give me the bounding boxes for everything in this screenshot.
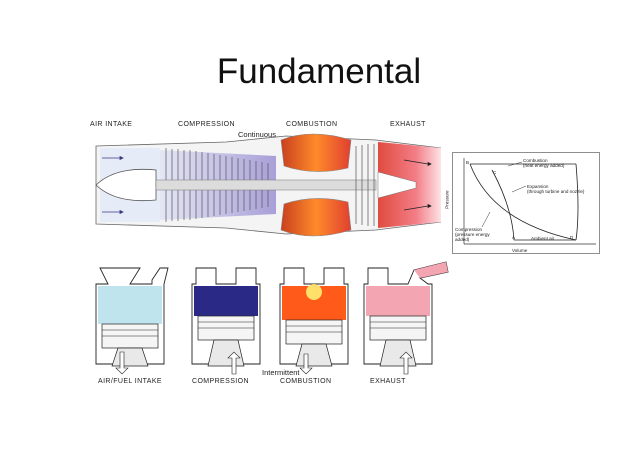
pv-annotation-compression-2: (pressure energy bbox=[455, 232, 490, 237]
turbine-label-compression: COMPRESSION bbox=[178, 121, 235, 128]
turbine-note-continuous: Continuous bbox=[238, 130, 276, 139]
piston-label-combustion: COMBUSTION bbox=[280, 378, 332, 385]
pv-x-axis-label: Volume bbox=[512, 248, 528, 253]
slide-title: Fundamental bbox=[216, 52, 422, 91]
pv-annotation-compression-3: added) bbox=[455, 237, 470, 242]
turbine-label-exhaust: EXHAUST bbox=[390, 121, 426, 128]
pv-y-axis-label: Pressure bbox=[444, 190, 450, 209]
piston-intake bbox=[95, 267, 169, 375]
pv-point-a: A bbox=[512, 235, 516, 240]
piston-diagram bbox=[95, 261, 449, 375]
pv-annotation-ambient: Ambient air bbox=[531, 236, 555, 241]
pv-annotation-combustion-2: (heat energy added) bbox=[523, 163, 565, 168]
turbine-engine-diagram bbox=[95, 133, 441, 237]
piston-label-exhaust: EXHAUST bbox=[370, 378, 406, 385]
piston-compression bbox=[191, 267, 261, 375]
pv-diagram bbox=[452, 152, 600, 254]
pv-annotation-combustion-1: Combustion bbox=[523, 158, 548, 163]
turbine-label-combustion: COMBUSTION bbox=[286, 121, 338, 128]
pv-annotation-compression-1: Compression bbox=[455, 227, 483, 232]
piston-label-compression: COMPRESSION bbox=[192, 378, 249, 385]
turbine-label-air-intake: AIR INTAKE bbox=[90, 121, 133, 128]
piston-exhaust bbox=[363, 261, 449, 375]
piston-note-intermittent: Intermittent bbox=[262, 368, 300, 377]
piston-combustion bbox=[279, 267, 349, 375]
pv-point-b: B bbox=[466, 160, 470, 165]
piston-label-intake: AIR/FUEL INTAKE bbox=[98, 378, 162, 385]
pv-point-c: C bbox=[493, 170, 497, 175]
pv-point-d: D bbox=[570, 235, 574, 240]
pv-annotation-expansion-1: Expansion bbox=[527, 184, 549, 189]
pv-annotation-expansion-2: (through turbine and nozzle) bbox=[527, 189, 585, 194]
